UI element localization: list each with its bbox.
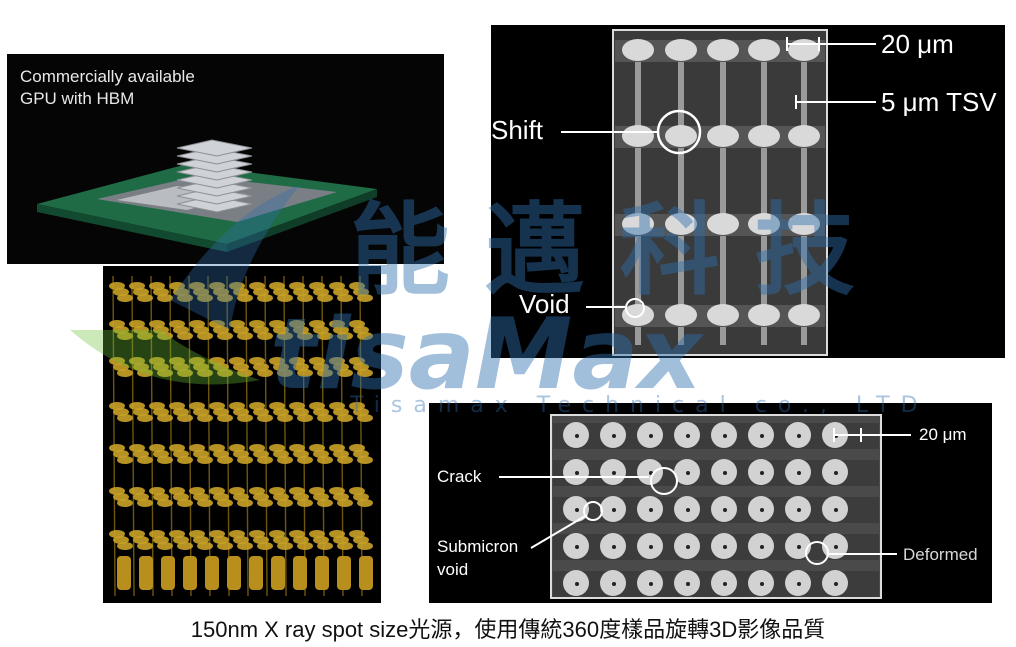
submicron-label-line2: void xyxy=(437,560,469,579)
gpu-hbm-illustration xyxy=(37,139,377,252)
submicron-label-line1: Submicron xyxy=(437,537,519,556)
gpu-caption-line1: Commercially available xyxy=(20,67,195,86)
deformed-label: Deformed xyxy=(903,545,978,564)
tsv-sem-illustration xyxy=(561,29,876,356)
crack-label: Crack xyxy=(437,467,482,486)
tsv-scale-20um: 20 μm xyxy=(881,29,954,59)
bump-sem-image: 20 μm Crack Submicron void Deformed xyxy=(429,403,992,603)
bottom-caption: 150nm X ray spot size光源，使用傳統360度樣品旋轉3D影像… xyxy=(190,617,826,642)
gpu-hbm-image: Commercially available GPU with HBM xyxy=(7,54,444,264)
gpu-caption: Commercially available GPU with HBM xyxy=(20,66,195,110)
tsv-sem-image: 20 μm 5 μm TSV Shift Void xyxy=(491,25,1005,358)
bump-sem-illustration xyxy=(499,414,911,599)
solder-stack-3d-image xyxy=(103,266,381,603)
tsv-scale-5um: 5 μm TSV xyxy=(881,87,997,117)
sem-scale-20um: 20 μm xyxy=(919,425,967,444)
shift-label: Shift xyxy=(491,115,544,145)
solder-stack-illustration xyxy=(109,275,373,597)
void-label: Void xyxy=(519,289,570,319)
submicron-void-label: Submicron void xyxy=(437,535,518,581)
gpu-caption-line2: GPU with HBM xyxy=(20,89,135,108)
